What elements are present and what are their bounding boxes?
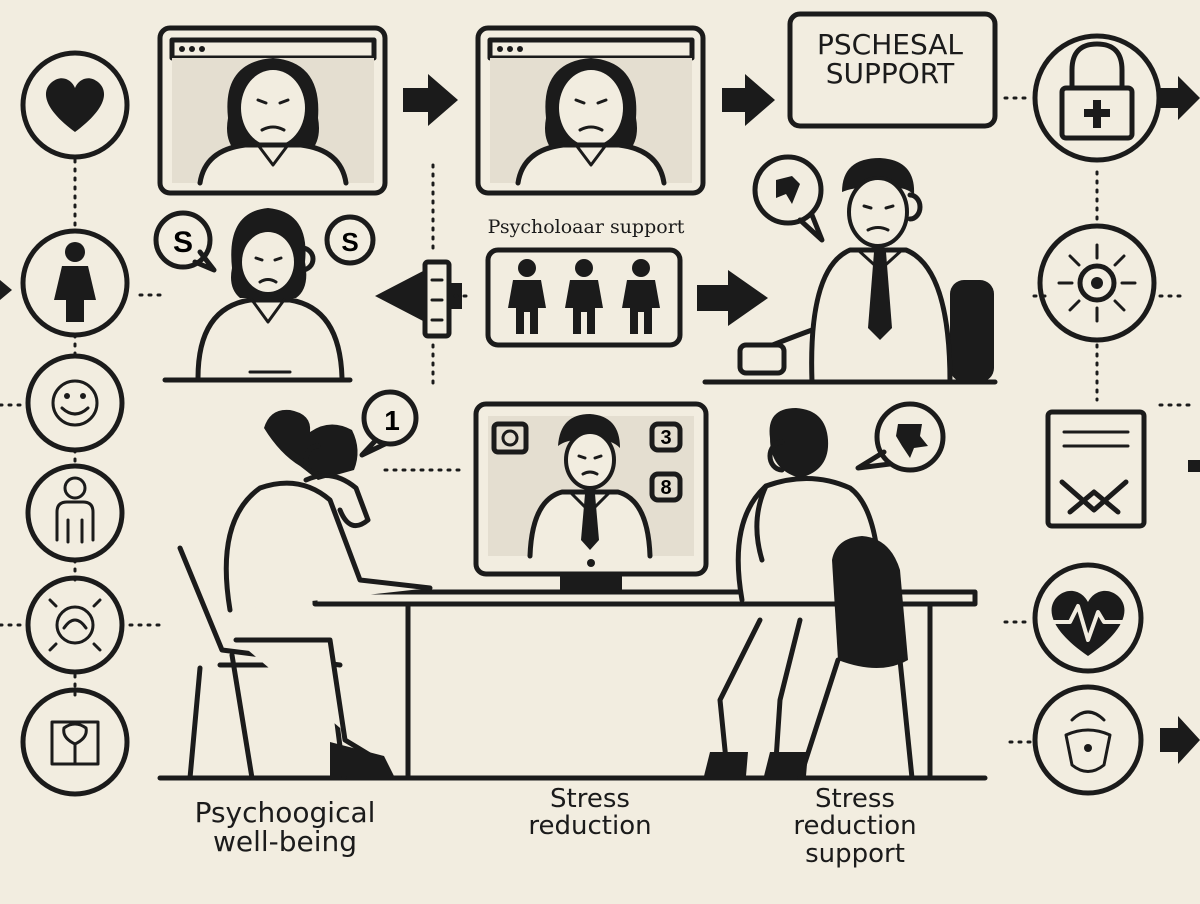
caption-wellbeing: Psychoogical well-being (170, 798, 400, 857)
caption-stress-reduction-support: Stress reduction support (760, 784, 950, 869)
support-box-label: PSCHESAL SUPPORT (790, 30, 990, 89)
left-icon-column (0, 50, 167, 797)
man-on-headset-seated (704, 401, 946, 781)
speech-bubble-bottom-left: 1 (359, 389, 419, 458)
caption-support-line-2: reduction (793, 811, 917, 842)
figure-3 (622, 259, 660, 334)
arrow-right-2 (722, 74, 775, 126)
left-edge-arrow (0, 280, 12, 300)
support-box-label-line-2: SUPPORT (825, 57, 955, 91)
arrow-right-edge-2 (1160, 716, 1200, 764)
arrow-right-3 (697, 270, 768, 326)
heartbeat-icon (1032, 562, 1144, 674)
man-at-desk (702, 154, 998, 385)
gift-card-icon (1045, 409, 1147, 529)
bubble-glyph-3: 1 (384, 405, 400, 436)
lock-icon (1032, 33, 1162, 163)
bubble-glyph-1: S (173, 226, 193, 259)
figure-2 (565, 259, 603, 334)
psychological-support-label: Psycholoaar support (487, 216, 685, 238)
hand-icon (1032, 684, 1144, 796)
support-box-label-line-1: PSCHESAL (816, 28, 963, 61)
person-icon (20, 228, 130, 338)
speech-bubble-left: S (153, 210, 217, 273)
woman-on-headset: S S (153, 208, 376, 383)
group-figures-box (485, 247, 683, 348)
video-call-monitor-2 (475, 25, 706, 196)
phone-device (422, 259, 452, 339)
caption-support-line-3: support (805, 838, 905, 869)
caption-stress-reduction-line-1: Stress (550, 784, 630, 814)
caption-stress-reduction: Stress reduction (490, 784, 690, 842)
figure-1 (508, 259, 546, 334)
support-label-box (787, 11, 998, 129)
caption-wellbeing-line-2: well-being (212, 825, 358, 859)
heart-icon (20, 50, 130, 160)
tree-icon (20, 687, 130, 797)
emotion-icon (25, 575, 125, 675)
arrow-right-1 (403, 74, 458, 126)
video-call-monitor-1 (157, 25, 388, 196)
speech-bubble-bottom-right (855, 401, 946, 473)
face-icon (25, 353, 125, 453)
caption-support-line-1: Stress (815, 784, 895, 814)
caption-wellbeing-line-1: Psychoogical (194, 796, 376, 829)
mini-glyph-1: 3 (660, 427, 671, 449)
monitor-video-call: 3 8 (473, 401, 709, 592)
caption-stress-reduction-line-2: reduction (528, 811, 652, 842)
speech-bubble-man (752, 154, 825, 243)
right-icon-column (998, 33, 1200, 796)
stressed-woman-seated: 1 (177, 389, 462, 781)
sun-icon (1037, 223, 1157, 343)
bubble-glyph-2: S (341, 227, 358, 257)
mini-glyph-2: 8 (660, 477, 671, 499)
arrow-right-edge (1160, 76, 1200, 120)
speech-bubble-right: S (324, 214, 376, 266)
person-outline-icon (25, 463, 125, 563)
